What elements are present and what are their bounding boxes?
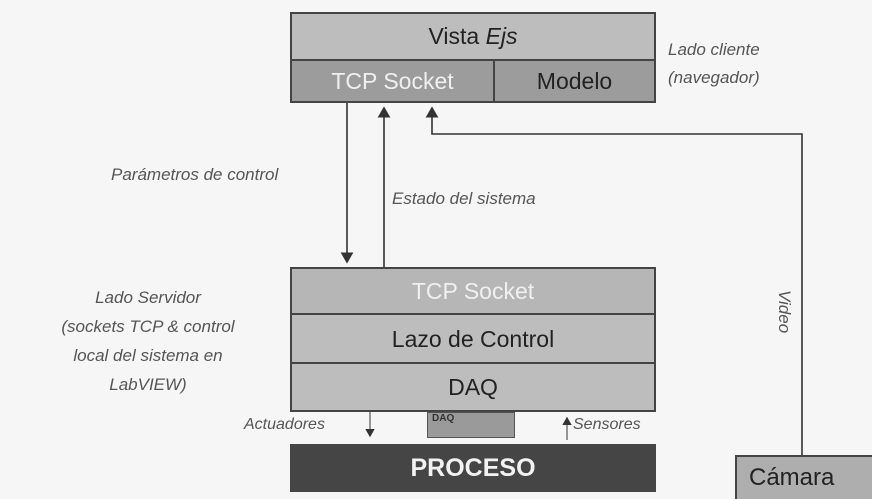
client-side-line2: (navegador) (668, 68, 760, 87)
modelo-label: Modelo (536, 67, 613, 94)
daq-chip-image: DAQ (427, 412, 515, 438)
client-tcp-socket-label: TCP Socket (331, 67, 454, 94)
parametros-label: Parámetros de control (111, 165, 279, 184)
lazo-label: Lazo de Control (391, 325, 555, 352)
server-side-line2: (sockets TCP & control (61, 317, 235, 336)
proceso-box: PROCESO (290, 444, 656, 492)
server-tcp-socket-box: TCP Socket (291, 268, 655, 314)
vista-label: Vista (428, 23, 480, 49)
daq-label: DAQ (448, 373, 498, 400)
server-side-line3: local del sistema en (73, 346, 223, 365)
lazo-control-box: Lazo de Control (291, 315, 655, 363)
actuadores-label: Actuadores (244, 416, 325, 433)
daq-chip-label: DAQ (432, 413, 455, 424)
sensores-label: Sensores (573, 416, 641, 433)
server-tcp-socket-label: TCP Socket (411, 277, 535, 304)
client-tcp-socket-box: TCP Socket (291, 60, 494, 102)
camara-label: Cámara (749, 464, 835, 491)
camara-box: Cámara (735, 455, 872, 499)
server-frame (290, 267, 656, 412)
server-side-label: Lado Servidor (sockets TCP & control loc… (6, 283, 290, 399)
client-side-line1: Lado cliente (668, 40, 760, 59)
modelo-box: Modelo (494, 60, 655, 102)
ejs-label: Ejs (485, 23, 518, 49)
client-frame (290, 12, 656, 103)
proceso-label: PROCESO (410, 453, 536, 482)
client-divider-h (291, 59, 655, 61)
estado-label: Estado del sistema (392, 189, 536, 208)
daq-box: DAQ (291, 364, 655, 410)
server-divider-1 (291, 313, 655, 315)
server-side-line4: LabVIEW) (109, 375, 187, 394)
video-label-text: Video (775, 290, 794, 334)
server-divider-2 (291, 362, 655, 364)
video-label: Video (774, 290, 794, 333)
client-divider-v (493, 60, 495, 102)
vista-ejs-box: Vista Ejs (291, 13, 655, 60)
server-side-line1: Lado Servidor (95, 288, 201, 307)
client-side-label: Lado cliente (navegador) (668, 36, 760, 92)
video-arrow (425, 106, 803, 458)
